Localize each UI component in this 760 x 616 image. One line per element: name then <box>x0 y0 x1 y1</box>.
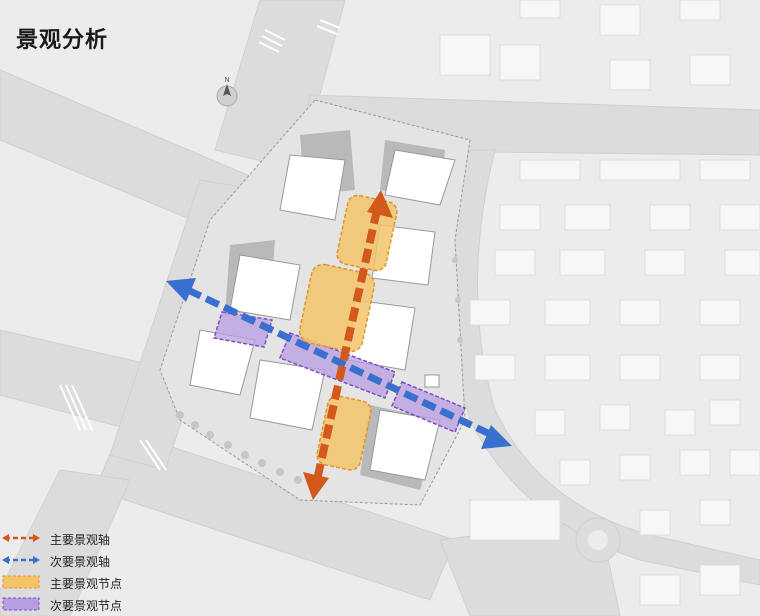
surrounding-buildings <box>439 0 760 606</box>
primary-landscape-axis <box>303 190 393 500</box>
roundabout-center <box>588 530 608 550</box>
secondary-node-1 <box>213 311 273 348</box>
north-label: N <box>224 77 229 84</box>
primary-node-2 <box>298 263 376 353</box>
legend-label: 主要景观节点 <box>50 577 123 591</box>
legend-label: 主要景观轴 <box>50 533 111 547</box>
legend-label: 次要景观节点 <box>50 599 123 613</box>
secondary-node-symbol <box>2 597 40 611</box>
secondary-axis-arrow-west <box>166 278 196 302</box>
secondary-axis-line <box>186 286 494 439</box>
crosswalks <box>59 19 341 471</box>
primary-axis-line <box>313 209 381 481</box>
page-title: 景观分析 <box>16 27 109 52</box>
primary-node-symbol <box>2 575 40 589</box>
primary-axis-symbol <box>2 534 40 542</box>
secondary-axis-arrow-east <box>481 425 512 449</box>
secondary-node-2 <box>279 332 396 399</box>
road-south <box>94 429 456 601</box>
north-arrow: N <box>216 77 238 107</box>
secondary-axis-symbol <box>2 556 40 564</box>
secondary-landscape-axis <box>166 278 512 449</box>
landscape-trees <box>176 257 463 484</box>
primary-axis-arrow-south <box>303 472 329 500</box>
primary-axis-arrow-north <box>367 190 393 218</box>
legend-label: 次要景观轴 <box>50 555 111 569</box>
